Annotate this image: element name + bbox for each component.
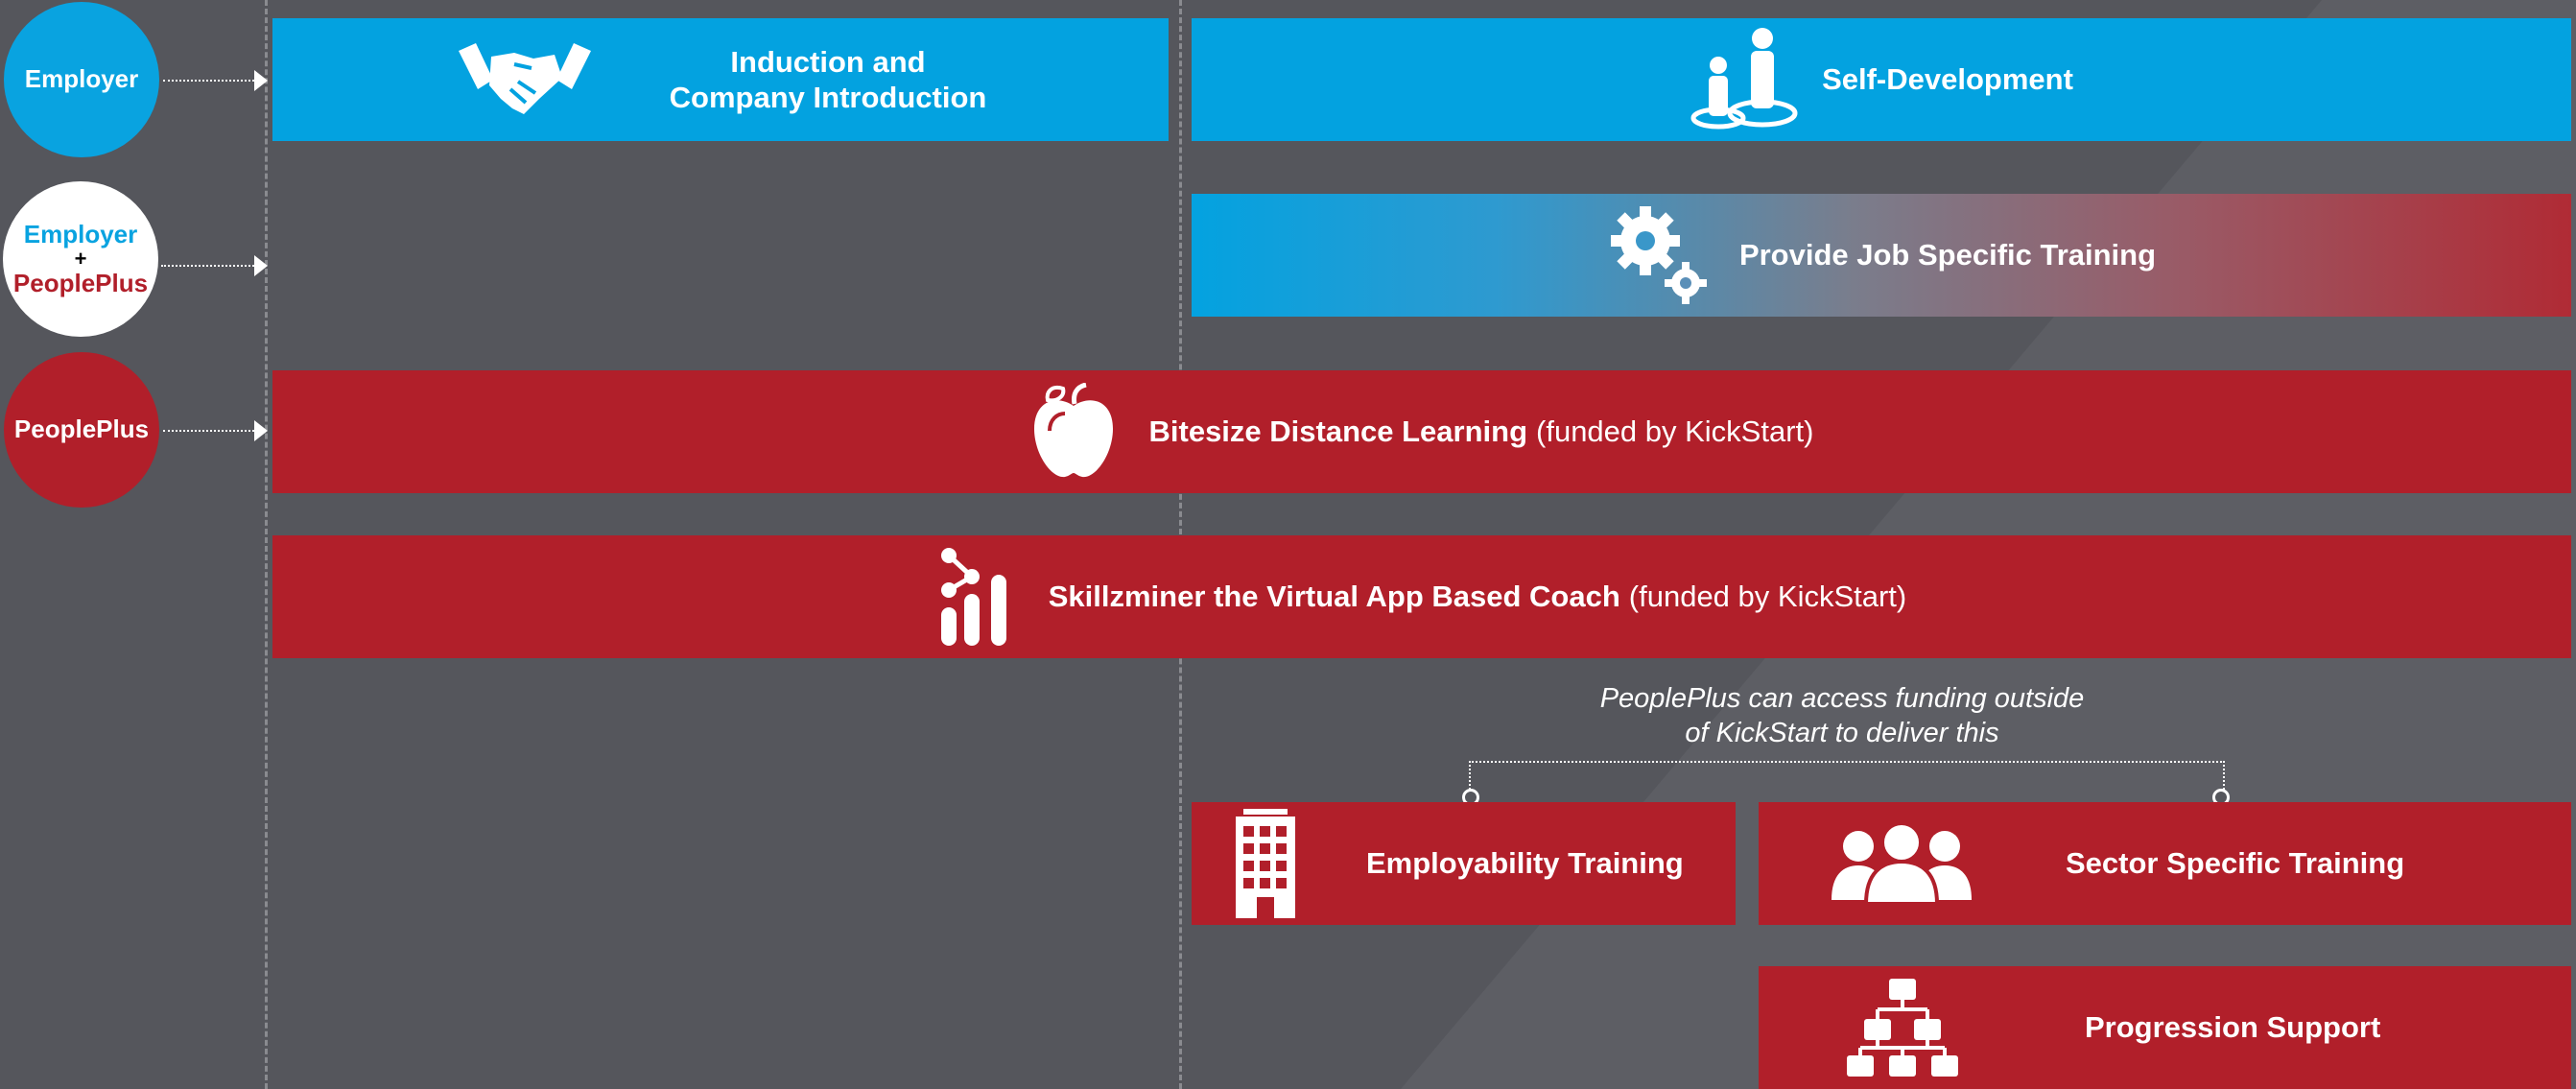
self-development-label: Self-Development [1822, 62, 2073, 96]
gears-icon [1610, 206, 1707, 304]
skillzminer-funding-note: (funded by KickStart) [1628, 580, 1907, 613]
actor-employer-label: Employer [24, 64, 139, 94]
arrow-employer [163, 70, 268, 91]
handshake-icon [458, 43, 591, 114]
plus-sign: + [74, 247, 87, 272]
sector-training-bar: Sector Specific Training [1759, 802, 2571, 925]
skillzminer-label: Skillzminer the Virtual App Based Coach [1048, 580, 1620, 613]
induction-bar: Induction and Company Introduction [272, 18, 1169, 141]
arrow-employer-peopleplus [161, 255, 268, 276]
apple-icon [1033, 383, 1113, 478]
group-icon [1832, 823, 1972, 904]
actor-peopleplus: PeoplePlus [4, 352, 159, 508]
sector-label: Sector Specific Training [2066, 846, 2405, 880]
actor-peopleplus-label: PeoplePlus [13, 414, 150, 444]
people-icon [1690, 28, 1798, 130]
job-specific-training-label: Provide Job Specific Training [1738, 238, 2157, 272]
bitesize-funding-note: (funded by KickStart) [1536, 414, 1814, 448]
funding-note-line1: PeoplePlus can access funding outside [1599, 683, 2085, 714]
funding-note-line2: of KickStart to deliver this [1685, 718, 1999, 749]
skillzminer-logo-icon [940, 548, 1006, 646]
org-chart-icon [1847, 979, 1958, 1077]
bitesize-learning-bar: Bitesize Distance Learning (funded by Ki… [272, 370, 2571, 493]
swimlane-divider-left [265, 0, 268, 1089]
actor-employer-label: Employer [23, 220, 138, 249]
funding-note: PeoplePlus can access funding outside of… [1506, 681, 2178, 751]
employability-training-bar: Employability Training [1192, 802, 1736, 925]
actor-employer-peopleplus: Employer + PeoplePlus [3, 181, 158, 337]
skillzminer-bar: Skillzminer the Virtual App Based Coach … [272, 535, 2571, 658]
funding-bracket [1469, 761, 2225, 797]
bitesize-label: Bitesize Distance Learning [1148, 414, 1528, 448]
induction-label-line1: Induction and [730, 44, 926, 79]
actor-employer: Employer [4, 2, 159, 157]
job-specific-training-bar: Provide Job Specific Training [1192, 194, 2571, 317]
progression-label: Progression Support [2085, 1010, 2381, 1044]
employability-label: Employability Training [1366, 846, 1684, 880]
arrow-peopleplus [163, 420, 268, 441]
building-icon [1236, 809, 1295, 918]
self-development-bar: Self-Development [1192, 18, 2571, 141]
actor-peopleplus-label: PeoplePlus [12, 268, 149, 297]
induction-label-line2: Company Introduction [669, 81, 987, 114]
progression-support-bar: Progression Support [1759, 966, 2571, 1089]
